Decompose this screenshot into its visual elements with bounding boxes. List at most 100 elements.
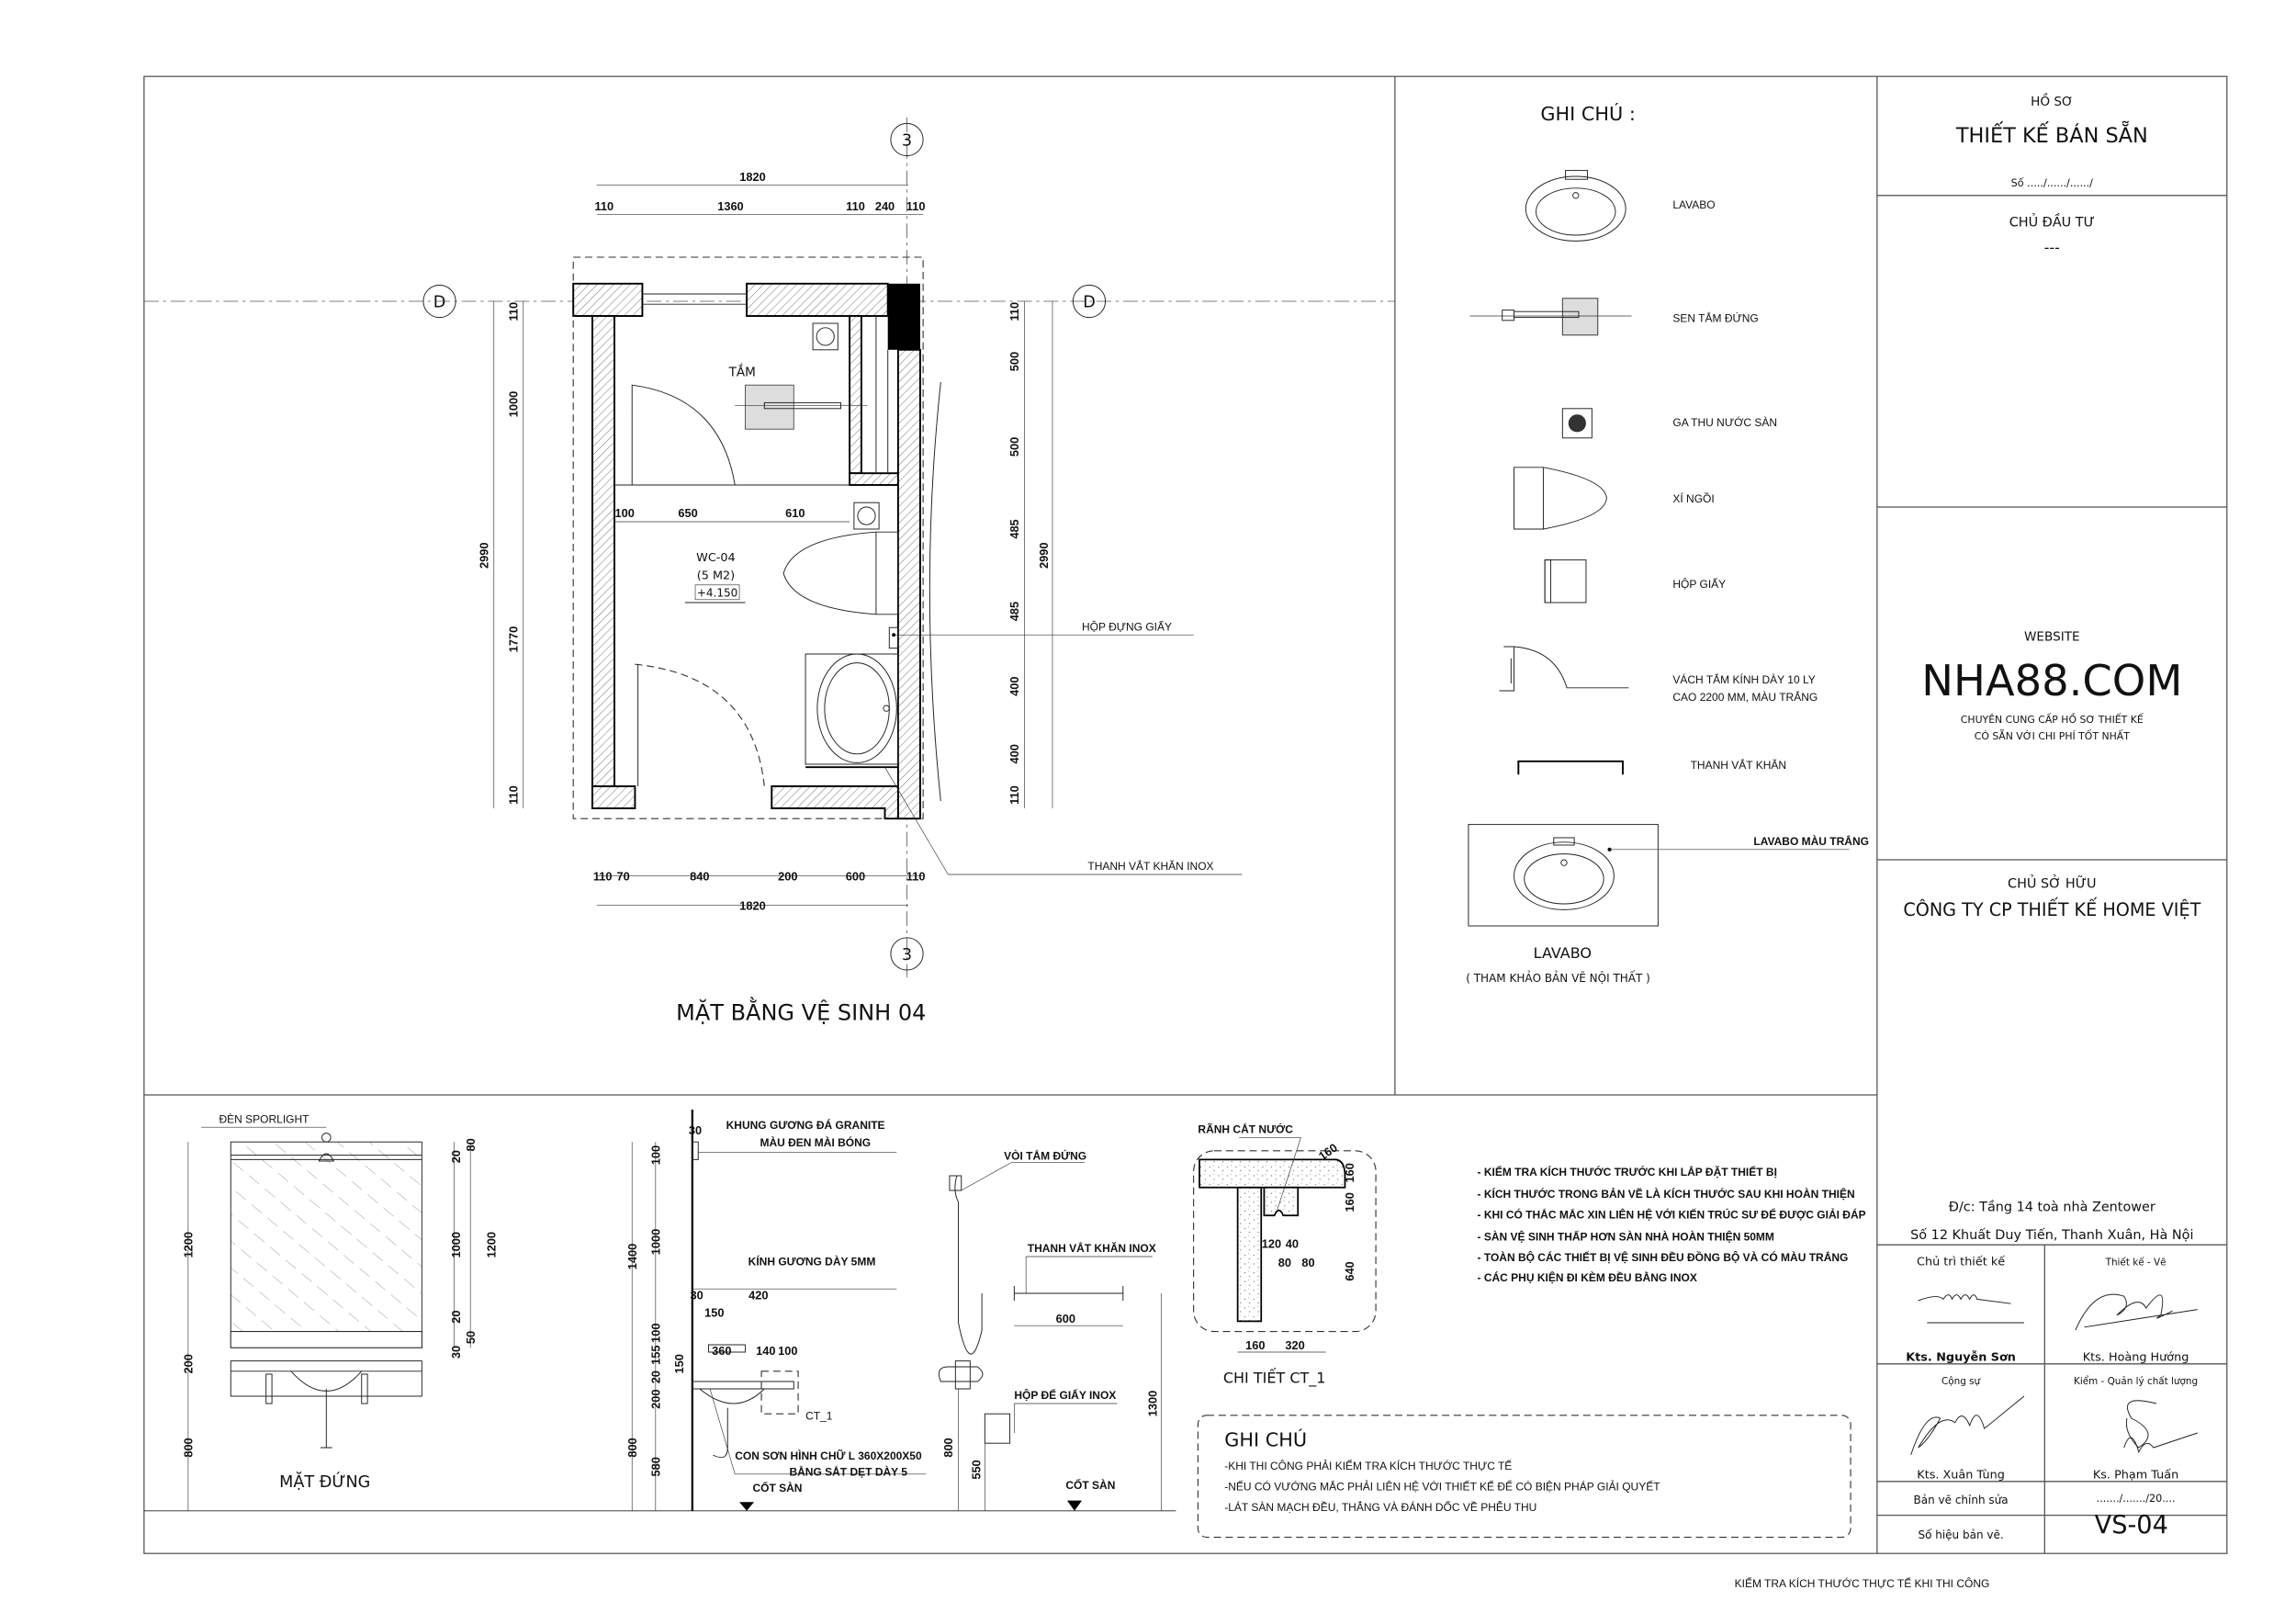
dim-label: 360 <box>712 1344 731 1358</box>
signer-name: Ks. Phạm Tuấn <box>2093 1469 2178 1483</box>
detail-reference: CT_1 <box>805 1410 833 1423</box>
website-name: NHA88.COM <box>1921 656 2182 705</box>
dim-label: 150 <box>704 1306 724 1320</box>
sheet-number: VS-04 <box>2095 1511 2168 1539</box>
dim-label: 1820 <box>739 170 765 184</box>
signer-name: Kts. Xuân Tùng <box>1917 1469 2005 1483</box>
revision-date: ......./......./20.... <box>2097 1493 2176 1505</box>
dim-label: 1000 <box>506 391 520 417</box>
room-name: WC-04 <box>696 551 736 565</box>
legend-item: SEN TẮM ĐỨNG <box>1672 310 1758 324</box>
detail-title: CHI TIẾT CT_1 <box>1223 1368 1326 1388</box>
sheet-number-label: Số hiệu bản vẽ. <box>1918 1528 2003 1541</box>
dim-label: 80 <box>1278 1256 1291 1269</box>
dim-label: 1360 <box>717 199 743 213</box>
dim-label: 2990 <box>477 543 490 569</box>
note-line: - TOÀN BỘ CÁC THIẾT BỊ VỆ SINH ĐỀU ĐỒNG … <box>1478 1250 1849 1264</box>
dim-label: 80 <box>1301 1256 1314 1269</box>
dim-label: 110 <box>506 302 520 321</box>
dim-label: 1000 <box>649 1229 663 1255</box>
dim-label: 160 <box>1343 1163 1356 1182</box>
towel-bar-icon <box>1517 760 1624 775</box>
dim-label: 600 <box>1056 1312 1075 1325</box>
bracket-label: BẰNG SẮT DẸT DÀY 5 <box>789 1464 907 1478</box>
floor-drain-icon <box>853 502 880 530</box>
dim-label: 100 <box>778 1344 797 1358</box>
dim-label: 30 <box>449 1346 463 1359</box>
dim-label: 110 <box>846 199 865 213</box>
signature <box>2123 1400 2198 1454</box>
shower-head-icon <box>949 1175 962 1191</box>
dim-label: 120 <box>1262 1236 1281 1250</box>
signature <box>1910 1395 2025 1456</box>
dim-label: 110 <box>906 199 926 213</box>
dim-label: 20 <box>449 1310 463 1323</box>
dim-label: 800 <box>941 1438 955 1457</box>
glass-label: KÍNH GƯƠNG DÀY 5MM <box>748 1255 876 1269</box>
project-title: THIẾT KẾ BÁN SẴN <box>1955 119 2148 148</box>
dim-label: 110 <box>1007 302 1021 321</box>
document-number: Số ...../....../....../ <box>2011 177 2094 189</box>
paper-holder-icon <box>1544 559 1587 603</box>
dim-label: 100 <box>615 506 635 520</box>
legend-item: LAVABO <box>1672 198 1715 211</box>
paper-holder-icon <box>984 1413 1011 1444</box>
callout-towel-bar: THANH VẮT KHĂN INOX <box>1087 859 1213 873</box>
elevation-title: MẶT ĐỨNG <box>279 1472 370 1492</box>
address-line-2: Số 12 Khuất Duy Tiến, Thanh Xuân, Hà Nội <box>1910 1227 2193 1243</box>
tagline-1: CHUYÊN CUNG CẤP HỒ SƠ THIẾT KẾ <box>1961 713 2144 726</box>
lavabo-icon <box>805 653 899 769</box>
note-line: - KÍCH THƯỚC TRONG BẢN VẼ LÀ KÍCH THƯỚC … <box>1478 1187 1855 1201</box>
mirror-frame-label: MÀU ĐEN MÀI BÓNG <box>760 1135 871 1149</box>
signer-name: Kts. Nguyễn Sơn <box>1906 1351 2016 1365</box>
lavabo-counter-icon <box>1468 824 1850 927</box>
dim-label: 20 <box>449 1150 463 1163</box>
revision-label: Bản vẽ chỉnh sửa <box>1914 1494 2009 1506</box>
dim-label: 500 <box>1007 437 1021 457</box>
dim-label: 110 <box>593 869 613 883</box>
dim-label: 650 <box>678 506 697 520</box>
general-notes: - KIỂM TRA KÍCH THƯỚC TRƯỚC KHI LẮP ĐẶT … <box>1478 1165 1866 1284</box>
investor-value: --- <box>2044 239 2060 256</box>
legend-item: HỘP GIẤY <box>1672 577 1726 591</box>
dim-label: 320 <box>1285 1338 1304 1352</box>
dim-label: 1820 <box>739 898 765 912</box>
legend-item: XÍ NGỒI <box>1672 491 1714 505</box>
dim-label: 100 <box>649 1145 663 1165</box>
shower-label: VÒI TẮM ĐỨNG <box>1004 1148 1086 1162</box>
signer-name: Kts. Hoàng Hướng <box>2083 1351 2189 1365</box>
grid-bubble-d: D <box>1083 293 1096 311</box>
investor-label: CHỦ ĐẦU TƯ <box>2009 212 2095 230</box>
dim-label: 600 <box>846 869 865 883</box>
legend-item: GA THU NƯỚC SÀN <box>1672 415 1777 429</box>
toilet-icon <box>1514 467 1607 530</box>
dim-label: 485 <box>1007 602 1021 621</box>
legend-item: VÁCH TẮM KÍNH DÀY 10 LY <box>1672 672 1815 686</box>
notes-box: GHI CHÚ -KHI THI CÔNG PHẢI KIỂM TRA KÍCH… <box>1197 1415 1851 1539</box>
dim-label: 1200 <box>182 1232 196 1257</box>
grid-bubble-3: 3 <box>902 946 912 964</box>
dim-label: 80 <box>464 1138 478 1151</box>
dim-label: 155 <box>649 1346 663 1365</box>
note-line: -LÁT SÀN MẠCH ĐỀU, THẲNG VÀ ĐÁNH DỐC VỀ … <box>1224 1500 1536 1514</box>
note-line: -NẾU CÓ VƯỚNG MẮC PHẢI LIÊN HỆ VỚI THIẾT… <box>1224 1479 1660 1493</box>
website-label: WEBSITE <box>2024 630 2080 645</box>
groove-label: RÃNH CẮT NƯỚC <box>1198 1122 1293 1136</box>
dim-label: 240 <box>875 199 895 213</box>
glass-door-icon <box>1499 646 1629 692</box>
title-block: HỒ SƠ THIẾT KẾ BÁN SẴN Số ...../....../.… <box>1903 92 2200 1541</box>
signer-role: Kiểm - Quản lý chất lượng <box>2074 1375 2198 1387</box>
paper-holder-icon <box>888 626 899 649</box>
notes-box-title: GHI CHÚ <box>1224 1427 1307 1450</box>
owner-label: CHỦ SỞ HỮU <box>2008 874 2097 891</box>
dim-label: 550 <box>970 1460 984 1479</box>
towel-bar-label: THANH VẮT KHĂN INOX <box>1028 1241 1156 1255</box>
shower-elevation: VÒI TẮM ĐỨNG THANH VẮT KHĂN INOX 600 HỘP… <box>938 1148 1162 1511</box>
legend-item: CAO 2200 MM, MÀU TRẮNG <box>1672 690 1818 704</box>
dim-label: 640 <box>1343 1261 1356 1280</box>
dim-label: 30 <box>689 1123 702 1137</box>
lavabo-title: LAVABO <box>1534 944 1592 962</box>
sheet-frame <box>143 75 2228 1554</box>
legend-item: THANH VẮT KHĂN <box>1691 758 1786 772</box>
room-area: (5 M2) <box>697 569 735 582</box>
